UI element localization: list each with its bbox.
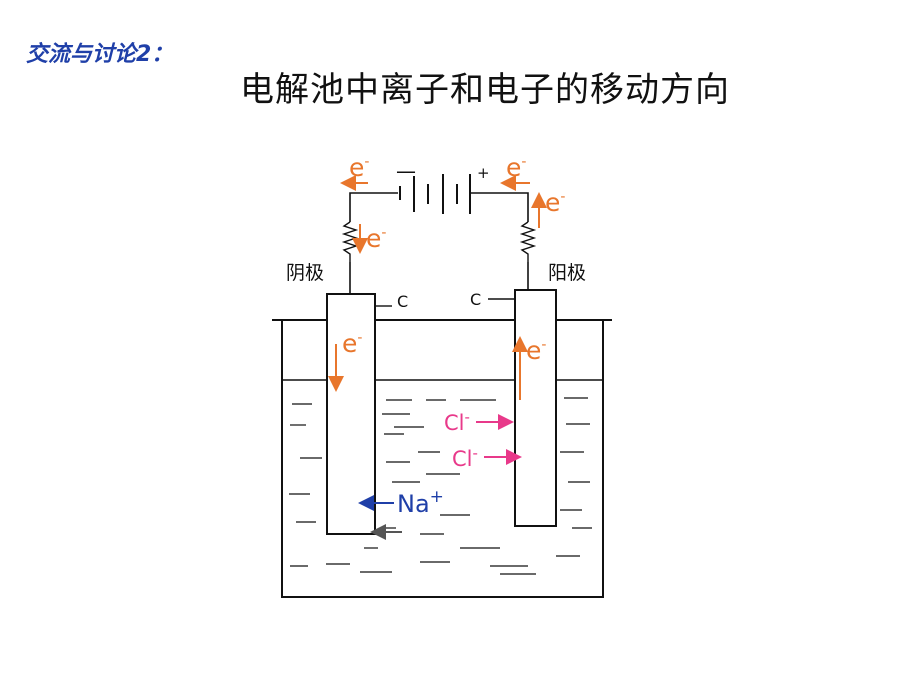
anode-material-label: C <box>470 290 481 309</box>
svg-text:e-: e- <box>366 224 386 253</box>
left-spring-icon <box>341 221 359 262</box>
anode-label: 阳极 <box>548 262 586 284</box>
svg-text:e-: e- <box>526 336 546 365</box>
svg-text:Cl-: Cl- <box>452 444 478 471</box>
anion-flow-arrows <box>476 414 522 465</box>
anode-electrode <box>514 289 557 527</box>
svg-text:e-: e- <box>342 329 362 358</box>
cathode-electrode <box>326 293 376 535</box>
battery-positive-sign: + <box>477 164 490 182</box>
solution-texture <box>289 397 592 575</box>
right-spring-icon <box>519 221 537 262</box>
circuit-wires <box>349 192 529 222</box>
section-heading: 交流与讨论2： <box>26 42 174 67</box>
battery-negative-sign: — <box>396 159 416 183</box>
cathode-material-label: C <box>397 292 408 311</box>
svg-text:e-: e- <box>506 153 526 182</box>
anion-labels: Cl- Cl- <box>444 408 478 471</box>
svg-text:Cl-: Cl- <box>444 408 470 435</box>
cation-label: Na+ <box>397 487 444 518</box>
electron-labels: e- e- e- e- e- e- <box>342 153 565 365</box>
electron-flow-arrows <box>328 175 547 400</box>
cathode-label: 阴极 <box>286 262 324 284</box>
battery-icon <box>399 174 471 214</box>
page-title: 电解池中离子和电子的移动方向 <box>240 70 730 110</box>
svg-text:e-: e- <box>349 153 369 182</box>
svg-text:e-: e- <box>545 188 565 217</box>
